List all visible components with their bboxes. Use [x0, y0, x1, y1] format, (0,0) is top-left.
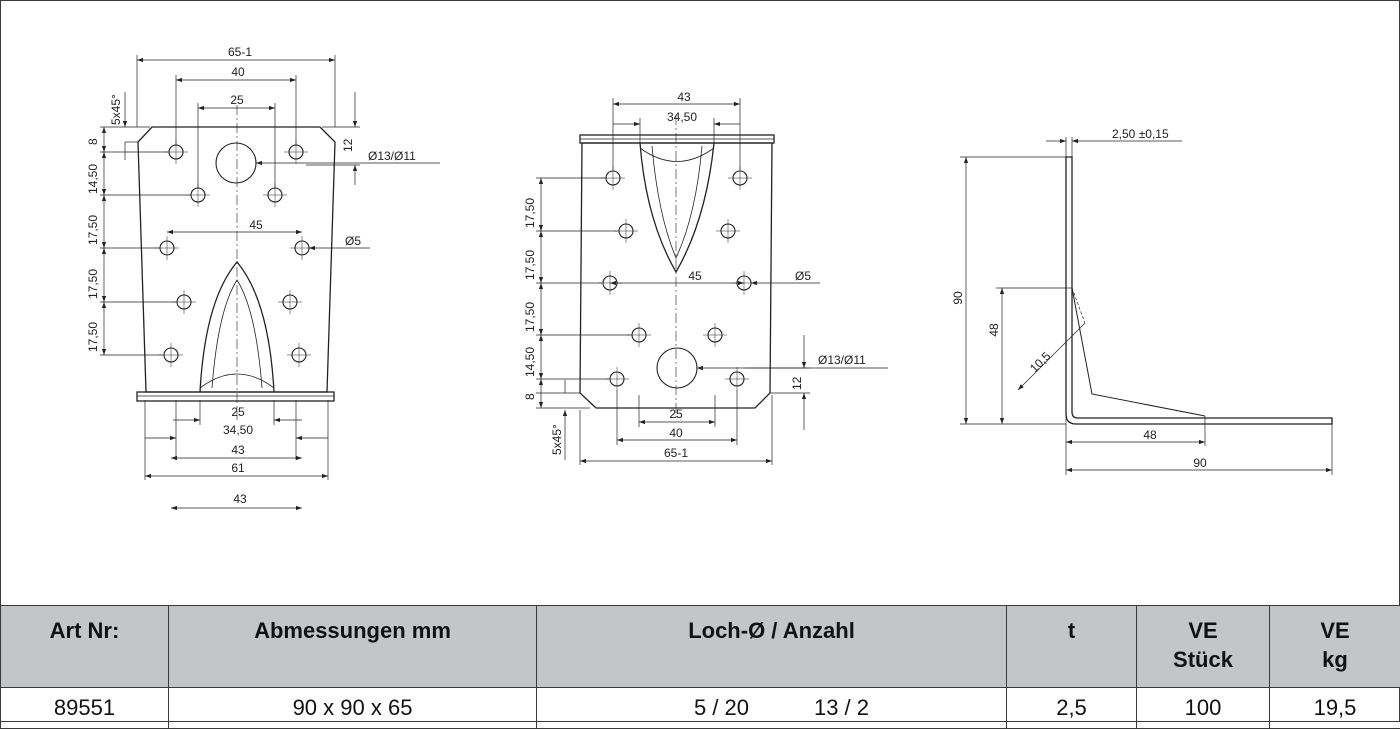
header-abmessungen: Abmessungen mm	[169, 606, 537, 688]
svg-text:25: 25	[230, 93, 244, 107]
rear-rib	[640, 143, 714, 272]
svg-text:10,5: 10,5	[1027, 349, 1054, 376]
svg-text:90: 90	[951, 291, 965, 305]
svg-text:Ø5: Ø5	[345, 234, 361, 248]
cell-t: 2,5	[1007, 688, 1137, 729]
side-profile	[1066, 157, 1332, 424]
svg-text:2,50 ±0,15: 2,50 ±0,15	[1112, 127, 1169, 141]
front-view	[100, 55, 440, 508]
svg-text:17,50: 17,50	[86, 322, 100, 352]
header-loch: Loch-Ø / Anzahl	[537, 606, 1007, 688]
svg-text:34,50: 34,50	[667, 110, 697, 124]
svg-text:34,50: 34,50	[223, 423, 253, 437]
svg-text:61: 61	[231, 461, 245, 475]
svg-text:48: 48	[987, 323, 1001, 337]
technical-drawing: 65-1 40 25 5x45° 8 14,50 17,50 17,50 17,…	[0, 0, 1400, 606]
svg-text:12: 12	[790, 376, 804, 390]
svg-text:17,50: 17,50	[523, 198, 537, 228]
svg-text:17,50: 17,50	[86, 269, 100, 299]
svg-text:90: 90	[1193, 456, 1207, 470]
rear-view-labels: 43 34,50 17,50 17,50 17,50 14,50 8 5x45°…	[523, 90, 866, 460]
rear-view	[536, 98, 888, 465]
svg-text:12: 12	[341, 138, 355, 152]
cell-abmessungen: 90 x 90 x 65	[169, 688, 537, 729]
cell-ve-kg: 19,5	[1270, 688, 1400, 729]
front-base-flange	[137, 392, 334, 401]
front-large-hole	[216, 143, 256, 183]
svg-text:43: 43	[231, 443, 245, 457]
svg-text:43: 43	[677, 90, 691, 104]
table-header-row: Art Nr: Abmessungen mm Loch-Ø / Anzahl t…	[1, 606, 1400, 688]
svg-text:5x45°: 5x45°	[109, 94, 123, 125]
svg-text:43: 43	[233, 492, 247, 506]
svg-text:65-1: 65-1	[664, 446, 688, 460]
svg-text:45: 45	[688, 269, 702, 283]
svg-text:45: 45	[249, 218, 263, 232]
cell-art-nr: 89551	[1, 688, 169, 729]
svg-text:17,50: 17,50	[523, 250, 537, 280]
spec-table: Art Nr: Abmessungen mm Loch-Ø / Anzahl t…	[0, 605, 1400, 729]
svg-text:65-1: 65-1	[228, 45, 252, 59]
svg-text:17,50: 17,50	[86, 215, 100, 245]
cell-loch-small: 5 / 20	[652, 695, 792, 721]
cell-loch-large: 13 / 2	[792, 695, 892, 721]
svg-text:5x45°: 5x45°	[550, 424, 564, 455]
header-t: t	[1007, 606, 1137, 688]
svg-text:25: 25	[669, 407, 683, 421]
svg-text:40: 40	[669, 426, 683, 440]
svg-text:8: 8	[86, 138, 100, 145]
header-art-nr: Art Nr:	[1, 606, 169, 688]
svg-text:17,50: 17,50	[523, 302, 537, 332]
side-view	[960, 137, 1332, 475]
svg-text:25: 25	[231, 405, 245, 419]
svg-text:Ø13/Ø11: Ø13/Ø11	[368, 149, 416, 163]
svg-text:14,50: 14,50	[86, 164, 100, 194]
svg-text:40: 40	[231, 65, 245, 79]
svg-text:48: 48	[1143, 428, 1157, 442]
svg-text:Ø5: Ø5	[795, 269, 811, 283]
front-view-labels: 65-1 40 25 5x45° 8 14,50 17,50 17,50 17,…	[86, 45, 416, 506]
rear-large-hole	[657, 348, 697, 388]
svg-text:14,50: 14,50	[523, 347, 537, 377]
cell-ve-stueck: 100	[1137, 688, 1270, 729]
side-rib	[1072, 288, 1205, 416]
svg-text:Ø13/Ø11: Ø13/Ø11	[818, 353, 866, 367]
svg-text:8: 8	[523, 393, 537, 400]
